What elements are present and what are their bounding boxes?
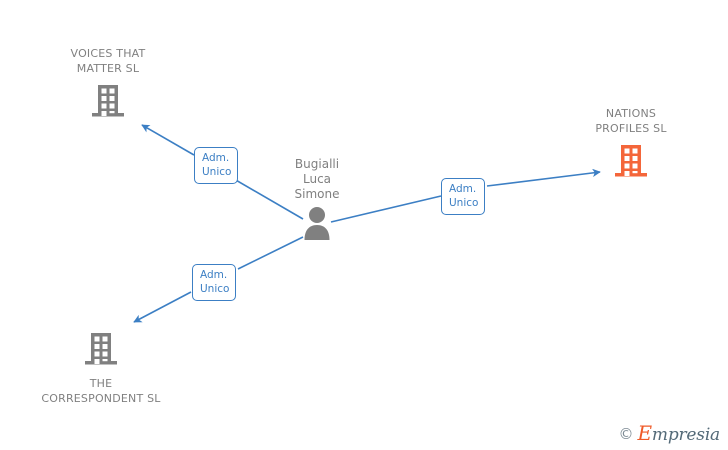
- node-bugialli-luca-simone[interactable]: Bugialli Luca Simone: [272, 157, 362, 240]
- person-icon: [272, 202, 362, 240]
- company-building-icon: [47, 76, 169, 122]
- edge-label-adm-unico-nations[interactable]: Adm. Unico: [441, 178, 485, 215]
- node-label-voices-that-matter: VOICES THAT MATTER SL: [70, 47, 146, 75]
- company-building-icon: [572, 136, 690, 182]
- company-building-icon: [22, 332, 180, 370]
- brand-rest: mpresia: [651, 425, 720, 445]
- node-label-the-correspondent: THE CORRESPONDENT SL: [41, 377, 161, 405]
- node-label-nations-profiles: NATIONS PROFILES SL: [595, 107, 667, 135]
- edge-label-adm-unico-voices[interactable]: Adm. Unico: [194, 147, 238, 184]
- node-nations-profiles[interactable]: NATIONS PROFILES SL: [572, 106, 690, 182]
- watermark-empresia: © Empresia: [618, 423, 721, 445]
- brand-name: Empresia: [638, 423, 721, 445]
- node-label-bugialli-luca-simone: Bugialli Luca Simone: [294, 157, 340, 201]
- brand-initial: E: [637, 421, 653, 445]
- node-the-correspondent[interactable]: THE CORRESPONDENT SL: [22, 332, 180, 406]
- node-voices-that-matter[interactable]: VOICES THAT MATTER SL: [47, 46, 169, 122]
- edge-label-adm-unico-correspondent[interactable]: Adm. Unico: [192, 264, 236, 301]
- copyright-icon: ©: [618, 425, 634, 443]
